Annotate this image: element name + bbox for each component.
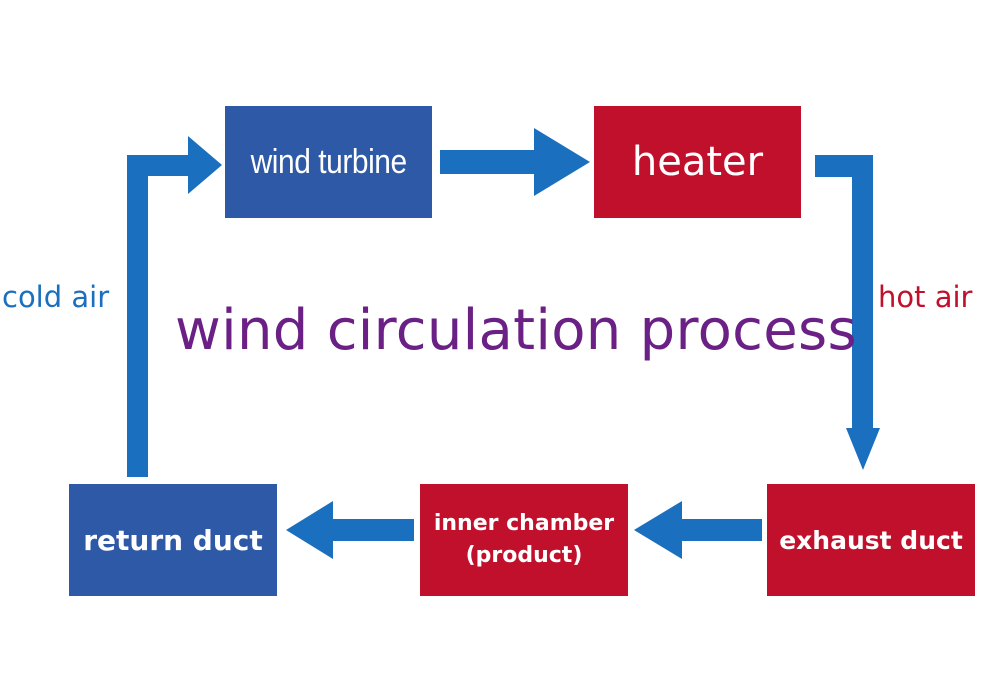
arrow-shaft-horizontal — [127, 155, 191, 176]
arrow-head — [634, 501, 682, 559]
arrow-shaft — [680, 519, 762, 541]
node-return-duct-label: return duct — [83, 523, 263, 557]
cold-air-label: cold air — [2, 280, 110, 314]
arrow-head — [534, 128, 590, 196]
arrow-head — [188, 136, 222, 194]
node-wind-turbine: wind turbine — [225, 106, 432, 218]
node-return-duct: return duct — [69, 484, 277, 596]
arrow-shaft-vertical — [127, 155, 148, 477]
arrow-exhaust-to-chamber — [634, 501, 762, 559]
node-heater: heater — [594, 106, 801, 218]
arrow-return-to-turbine — [127, 136, 222, 477]
arrow-turbine-to-heater — [440, 128, 590, 196]
arrow-heater-to-exhaust — [815, 155, 880, 470]
arrow-shaft — [330, 519, 414, 541]
arrow-chamber-to-return — [286, 501, 414, 559]
diagram-title: wind circulation process — [175, 298, 857, 363]
arrow-shaft — [440, 150, 536, 174]
node-inner-chamber: inner chamber (product) — [420, 484, 628, 596]
arrow-head — [846, 428, 880, 470]
hot-air-label: hot air — [878, 280, 973, 314]
node-heater-label: heater — [631, 139, 764, 185]
node-inner-chamber-label: inner chamber — [433, 511, 615, 537]
node-exhaust-duct: exhaust duct — [767, 484, 975, 596]
node-wind-turbine-label: wind turbine — [250, 142, 407, 181]
arrow-head — [286, 501, 333, 559]
node-inner-chamber-sublabel: (product) — [465, 543, 583, 568]
node-exhaust-duct-label: exhaust duct — [779, 525, 963, 555]
arrow-shaft-vertical — [852, 155, 873, 430]
